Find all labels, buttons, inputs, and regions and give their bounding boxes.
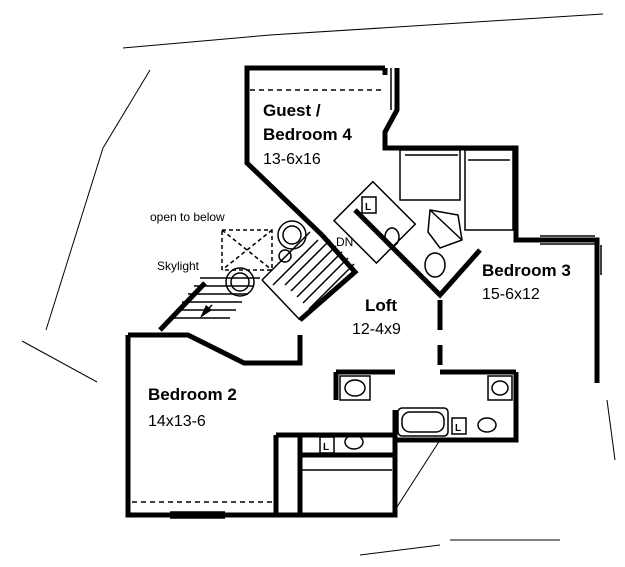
bedroom2-name: Bedroom 2 [148,385,237,404]
linen-closet-label: L [455,423,461,434]
bedroom3-name: Bedroom 3 [482,261,571,280]
exterior-walls [125,65,600,518]
stair-down-label: DN [336,235,353,249]
open-to-below-note: open to below [150,210,225,224]
loft-dim: 12-4x9 [352,321,401,338]
bedroom2-dim: 14x13-6 [148,413,206,430]
linen-closet-label: L [323,442,329,453]
skylight-note: Skylight [157,259,200,273]
linen-closet-label: L [365,202,371,213]
bedroom3-dim: 15-6x12 [482,286,540,303]
stair-arrow-icon [200,305,212,318]
loft-name: Loft [365,296,397,315]
guest-room-name-1: Guest / [263,101,321,120]
guest-room-dim: 13-6x16 [263,151,321,168]
interior-lines [132,68,602,519]
roof-lines [21,13,616,556]
guest-room-name-2: Bedroom 4 [263,125,352,144]
